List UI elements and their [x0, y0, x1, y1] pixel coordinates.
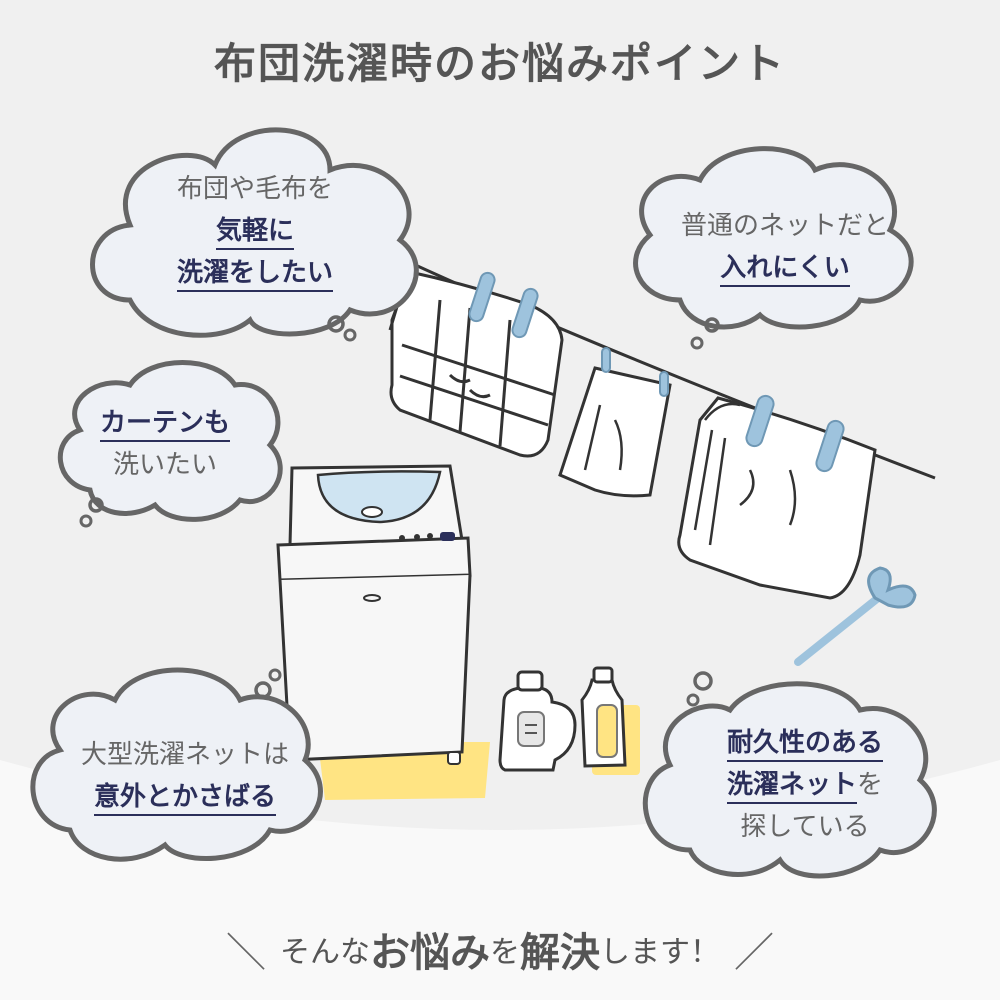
detergent-bottle-illustration — [498, 670, 577, 772]
cloud-bubble-2 — [633, 146, 914, 350]
clip-3 — [601, 347, 611, 373]
bubble-4-line-2: 意外とかさばる — [55, 776, 315, 818]
cloud-bubble-1 — [90, 127, 419, 342]
footer-part-1: そんな — [280, 935, 370, 970]
cloud-bubble-3 — [57, 360, 283, 528]
cloud-bubble-5 — [642, 671, 937, 879]
washing-machine-illustration — [276, 464, 472, 765]
clip-1 — [468, 271, 496, 323]
footer-slash-left: ＼ — [226, 930, 266, 976]
bubble-3-line-1: カーテンも — [70, 402, 260, 444]
hanger-pole-illustration — [794, 566, 917, 666]
bubble-1-line-1: 布団や毛布を — [176, 174, 333, 204]
bubble-5-line-3: 探している — [740, 812, 870, 842]
page-title: 布団洗濯時のお悩みポイント — [213, 39, 786, 88]
footer-message: ＼ そんなお悩みを解決します！ ／ — [0, 920, 1000, 978]
bubble-5-particle: を — [857, 770, 884, 800]
bubble-1-line-3: 洗濯をしたい — [140, 252, 370, 294]
bubble-1-line-2: 気軽に — [140, 210, 370, 252]
clip-5 — [745, 394, 775, 448]
bubble-4-line-1: 大型洗濯ネットは — [80, 740, 289, 770]
clip-4 — [659, 371, 669, 397]
bubble-2-emphasis: 入れにくい — [720, 253, 850, 287]
bubble-1-emphasis-2: 洗濯をしたい — [176, 258, 333, 292]
blanket-illustration — [677, 394, 877, 600]
footer-part-4: 解決 — [520, 930, 600, 976]
footer-part-3: を — [490, 935, 520, 970]
bubble-2-line-2: 入れにくい — [660, 247, 910, 289]
footer-part-2: お悩み — [370, 930, 490, 976]
curtain-illustration — [558, 347, 672, 498]
softener-bottle-illustration — [580, 666, 640, 775]
bubble-3-text: カーテンも 洗いたい — [70, 402, 260, 486]
footer-part-5: します！ — [600, 935, 720, 970]
footer-slash-right: ／ — [734, 930, 774, 976]
bubble-5-text: 耐久性のある 洗濯ネットを 探している — [675, 722, 935, 848]
clip-2 — [511, 287, 539, 339]
clip-6 — [815, 419, 845, 473]
bubble-5-emphasis-1: 耐久性のある — [726, 728, 883, 762]
bubble-3-emphasis: カーテンも — [99, 408, 230, 442]
bubble-4-text: 大型洗濯ネットは 意外とかさばる — [55, 734, 315, 818]
bubble-3-line-2: 洗いたい — [112, 450, 217, 480]
bubble-2-line-1: 普通のネットだと — [680, 211, 889, 241]
bubble-5-emphasis-2: 洗濯ネット — [726, 770, 857, 804]
bubble-4-emphasis: 意外とかさばる — [93, 782, 276, 816]
futon-illustration — [388, 270, 564, 458]
bubble-5-line-2: 洗濯ネットを — [675, 764, 935, 806]
bubble-2-text: 普通のネットだと 入れにくい — [660, 205, 910, 289]
bubble-1-emphasis-1: 気軽に — [215, 216, 294, 250]
bubble-1-text: 布団や毛布を 気軽に 洗濯をしたい — [140, 168, 370, 294]
cloud-bubble-4 — [30, 667, 323, 862]
bubble-5-line-1: 耐久性のある — [675, 722, 935, 764]
